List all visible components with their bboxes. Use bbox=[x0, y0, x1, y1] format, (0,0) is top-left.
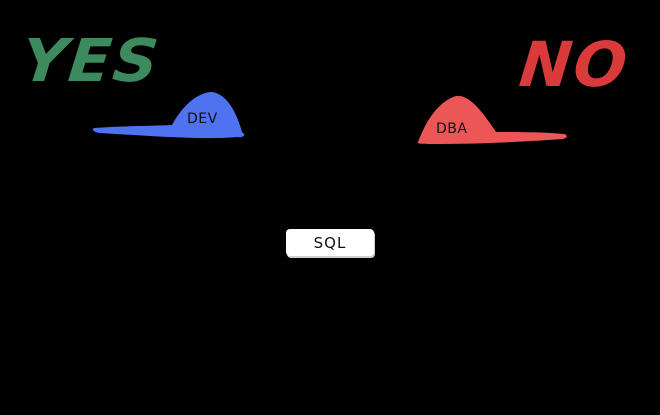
yes-label: YES bbox=[18, 25, 164, 96]
no-label: NO bbox=[516, 28, 633, 101]
dba-cap-label: DBA bbox=[436, 121, 468, 137]
dev-cap-icon: DEV bbox=[90, 88, 250, 144]
dba-cap-icon: DBA bbox=[414, 92, 574, 148]
sql-label: SQL bbox=[313, 233, 347, 252]
sql-box: SQL bbox=[286, 229, 374, 256]
dev-cap-label: DEV bbox=[187, 111, 218, 127]
